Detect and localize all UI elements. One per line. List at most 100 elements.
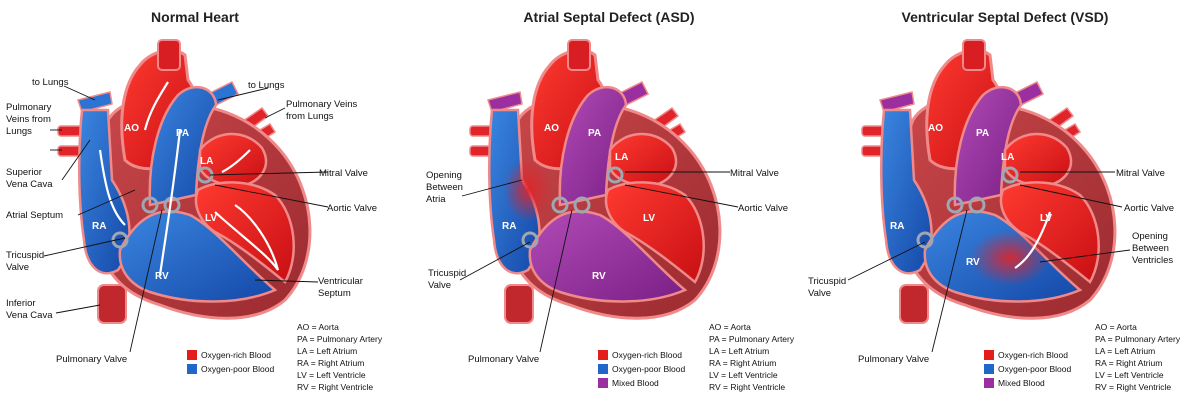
callout-svc: Superior (6, 167, 42, 178)
legend-label: Mixed Blood (998, 378, 1045, 388)
callout-aortic-valve: Aortic Valve (327, 203, 377, 214)
abbreviation: PA = Pulmonary Artery (1095, 334, 1181, 344)
legend-label: Oxygen-poor Blood (612, 364, 686, 374)
left-atrium-chamber (1003, 132, 1073, 187)
abbreviation: LV = Left Ventricle (1095, 370, 1164, 380)
legend-swatch (598, 364, 608, 374)
abbreviation: AO = Aorta (297, 322, 339, 332)
callout-pulmonary-valve: Pulmonary Valve (858, 354, 929, 365)
callout-pulm-veins-right: from Lungs (286, 111, 334, 122)
valve-ring (141, 196, 159, 214)
abbreviation: PA = Pulmonary Artery (709, 334, 795, 344)
label-ao: AO (124, 123, 139, 134)
label-pa: PA (976, 128, 989, 139)
panel-normal-heart: Normal Heart (6, 9, 383, 392)
flow-arrow (158, 129, 182, 276)
abbreviation: AO = Aorta (1095, 322, 1137, 332)
atrial-opening-mixing (504, 158, 552, 222)
ventricular-opening-mixing (970, 230, 1050, 286)
legend-label: Oxygen-rich Blood (201, 350, 271, 360)
callout-to-lungs-right: to Lungs (248, 80, 285, 91)
flow-arrow (98, 149, 126, 226)
callout-opening-between-ventricles: Ventricles (1132, 255, 1173, 266)
callout-aortic-valve: Aortic Valve (1124, 203, 1174, 214)
callout-opening-between-atria: Atria (426, 194, 446, 205)
label-ra: RA (92, 221, 106, 232)
callout-opening-between-ventricles: Between (1132, 243, 1169, 254)
panel-title: Normal Heart (151, 9, 239, 25)
legend-swatch (598, 350, 608, 360)
label-lv: LV (205, 213, 217, 224)
left-atrium-chamber (198, 132, 268, 187)
abbreviation: AO = Aorta (709, 322, 751, 332)
abbreviation-key: AO = Aorta PA = Pulmonary Artery LA = Le… (1095, 322, 1181, 392)
left-atrium-chamber (608, 132, 678, 187)
label-ra: RA (890, 221, 904, 232)
callout-pulm-veins-right: Pulmonary Veins (286, 99, 358, 110)
legend-label: Oxygen-rich Blood (612, 350, 682, 360)
flow-arrow (143, 81, 169, 131)
aorta-vessel (962, 39, 986, 71)
valve-ring (606, 166, 624, 184)
callout-ivc: Inferior (6, 298, 36, 309)
aorta-vessel (157, 39, 181, 71)
panel-asd: Atrial Septal Defect (ASD) AO PA LA (426, 9, 795, 392)
legend-label: Oxygen-rich Blood (998, 350, 1068, 360)
callout-tricuspid: Valve (6, 262, 29, 273)
abbreviation: LV = Left Ventricle (709, 370, 778, 380)
pulmonary-artery-branch (879, 91, 915, 113)
callout-tricuspid: Tricuspid (6, 250, 44, 261)
callout-pulm-veins-left: Lungs (6, 126, 32, 137)
panel-title: Ventricular Septal Defect (VSD) (902, 9, 1109, 25)
label-la: LA (615, 152, 628, 163)
valve-ring (551, 196, 569, 214)
panel-vsd: Ventricular Septal Defect (VSD) AO (808, 9, 1181, 392)
callout-tricuspid: Tricuspid (428, 268, 466, 279)
abbreviation: RV = Right Ventricle (1095, 382, 1171, 392)
aorta-vessel (567, 39, 591, 71)
abbreviation-key: AO = Aorta PA = Pulmonary Artery LA = Le… (709, 322, 795, 392)
valve-ring (1001, 166, 1019, 184)
legend-swatch (984, 364, 994, 374)
callout-mitral-valve: Mitral Valve (319, 168, 368, 179)
pulmonary-artery-branch (487, 91, 523, 113)
label-rv: RV (592, 271, 606, 282)
callout-ivc: Vena Cava (6, 310, 53, 321)
callout-atrial-septum: Atrial Septum (6, 210, 63, 221)
abbreviation: LA = Left Atrium (1095, 346, 1155, 356)
callout-lines (43, 85, 329, 353)
callout-pulm-veins-left: Pulmonary (6, 102, 52, 113)
callout-ventricular-septum: Septum (318, 288, 351, 299)
callout-svc: Vena Cava (6, 179, 53, 190)
valve-ring (573, 196, 591, 214)
callout-opening-between-ventricles: Opening (1132, 231, 1168, 242)
abbreviation: RA = Right Atrium (1095, 358, 1162, 368)
legend-swatch (187, 350, 197, 360)
right-atrium-chamber (879, 108, 933, 275)
valve-ring (111, 231, 129, 249)
callout-ventricular-septum: Ventricular (318, 276, 363, 287)
callout-opening-between-atria: Opening (426, 170, 462, 181)
label-pa: PA (176, 128, 189, 139)
heart-illustration: AO PA LA LV RA RV (469, 39, 722, 324)
label-lv: LV (643, 213, 655, 224)
abbreviation: RV = Right Ventricle (297, 382, 373, 392)
label-ao: AO (928, 123, 943, 134)
flow-arrow (221, 149, 251, 173)
abbreviation-key: AO = Aorta PA = Pulmonary Artery LA = Le… (297, 322, 383, 392)
abbreviation: LA = Left Atrium (297, 346, 357, 356)
callout-aortic-valve: Aortic Valve (738, 203, 788, 214)
left-ventricle-chamber (194, 181, 295, 284)
callout-mitral-valve: Mitral Valve (1116, 168, 1165, 179)
legend: Oxygen-rich Blood Oxygen-poor Blood (187, 350, 275, 374)
abbreviation: RA = Right Atrium (297, 358, 364, 368)
label-pa: PA (588, 128, 601, 139)
abbreviation: LV = Left Ventricle (297, 370, 366, 380)
label-rv: RV (155, 271, 169, 282)
label-ra: RA (502, 221, 516, 232)
inferior-vena-cava-vessel (899, 284, 929, 324)
left-ventricle-chamber (604, 181, 705, 284)
flow-arrow (214, 204, 280, 271)
